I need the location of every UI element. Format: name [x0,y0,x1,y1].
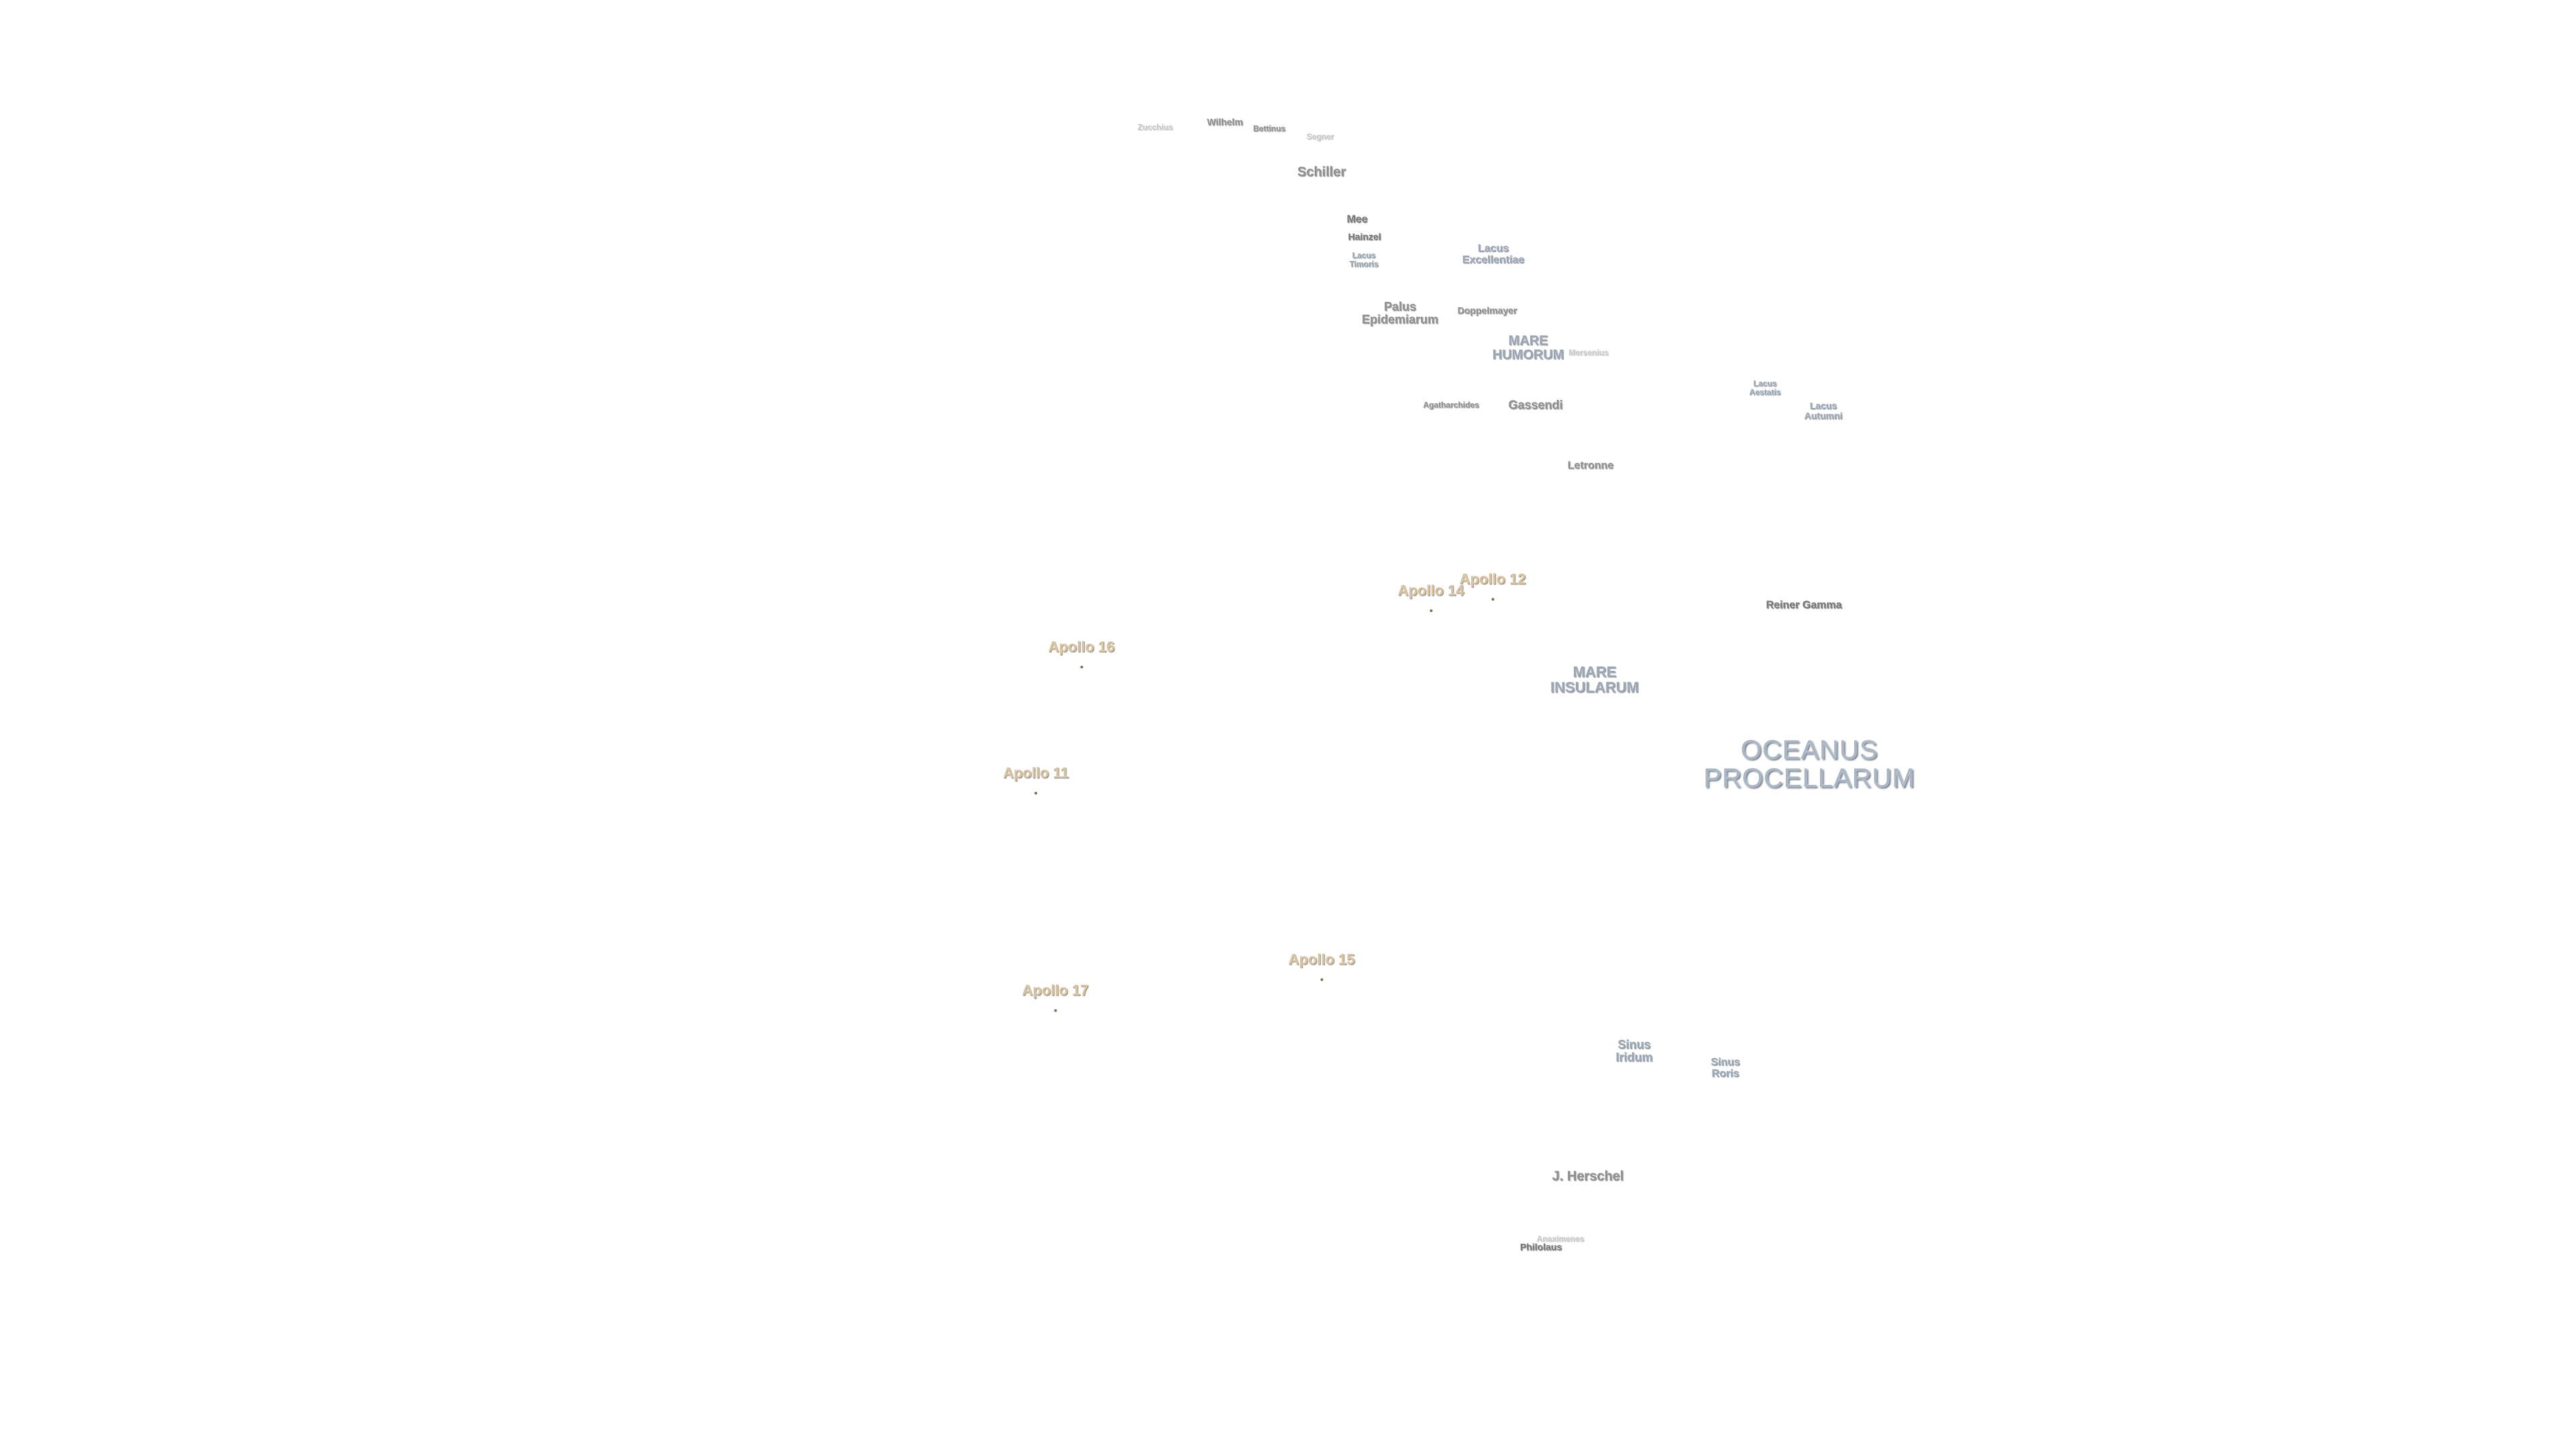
apollo-12-marker [1491,598,1494,601]
apollo-16-site[interactable]: Apollo 16 [1048,623,1115,669]
crater-label-letronne[interactable]: Letronne [1567,460,1614,472]
crater-label-anaximenes[interactable]: Anaximenes [1536,1234,1585,1244]
crater-label-agatharchides[interactable]: Agatharchides [1423,400,1479,410]
apollo-14-label: Apollo 14 [1397,582,1464,599]
crater-label-wilhelm[interactable]: Wilhelm [1207,116,1243,127]
mare-label-lacus-excellentiae[interactable]: Lacus Excellentiae [1462,243,1525,266]
ocean-label-oceanus-procellarum[interactable]: OCEANUS PROCELLARUM [1703,735,1915,793]
crater-label-gassendi[interactable]: Gassendi [1508,398,1563,412]
apollo-15-site[interactable]: Apollo 15 [1288,936,1355,982]
mare-label-lacus-autumni[interactable]: Lacus Autumni [1804,400,1843,421]
apollo-11-marker [1034,792,1037,795]
apollo-14-marker [1429,609,1432,612]
mare-label-mare-humorum[interactable]: MARE HUMORUM [1492,333,1564,362]
crater-label-reiner-gamma[interactable]: Reiner Gamma [1766,599,1842,611]
crater-label-bettinus[interactable]: Bettinus [1253,123,1285,133]
apollo-16-marker [1079,665,1083,669]
apollo-11-label: Apollo 11 [1003,764,1069,782]
crater-label-mersenius[interactable]: Mersenius [1568,347,1609,358]
mare-label-palus-epidemiarum[interactable]: Palus Epidemiarum [1361,300,1439,326]
crater-label-schiller[interactable]: Schiller [1297,164,1346,180]
apollo-12-site[interactable]: Apollo 12 [1459,555,1526,602]
crater-label-philolaus[interactable]: Philolaus [1519,1241,1562,1252]
apollo-17-label: Apollo 17 [1022,981,1089,999]
mare-label-lacus-aestatis[interactable]: Lacus Aestatis [1749,378,1781,396]
crater-label-segner[interactable]: Segner [1306,131,1334,142]
crater-label-zucchius[interactable]: Zucchius [1137,122,1173,132]
apollo-17-site[interactable]: Apollo 17 [1022,967,1089,1013]
mare-label-lacus-timoris[interactable]: Lacus Timoris [1349,250,1379,268]
mare-label-sinus-iridum[interactable]: Sinus Iridum [1615,1038,1653,1064]
apollo-16-label: Apollo 16 [1048,638,1115,655]
apollo-15-marker [1320,978,1323,981]
apollo-15-label: Apollo 15 [1288,951,1355,968]
crater-label-hainzel[interactable]: Hainzel [1348,231,1381,242]
crater-label-doppelmayer[interactable]: Doppelmayer [1457,305,1517,316]
mare-label-sinus-roris[interactable]: Sinus Roris [1711,1057,1740,1079]
mare-label-mare-insularum[interactable]: MARE INSULARUM [1550,663,1639,696]
apollo-14-site[interactable]: Apollo 14 [1397,567,1464,613]
apollo-11-site[interactable]: Apollo 11 [1003,749,1069,796]
apollo-17-marker [1053,1009,1057,1012]
crater-label-mee[interactable]: Mee [1346,213,1368,225]
crater-label-j-herschel[interactable]: J. Herschel [1552,1169,1624,1184]
apollo-12-label: Apollo 12 [1459,570,1526,588]
